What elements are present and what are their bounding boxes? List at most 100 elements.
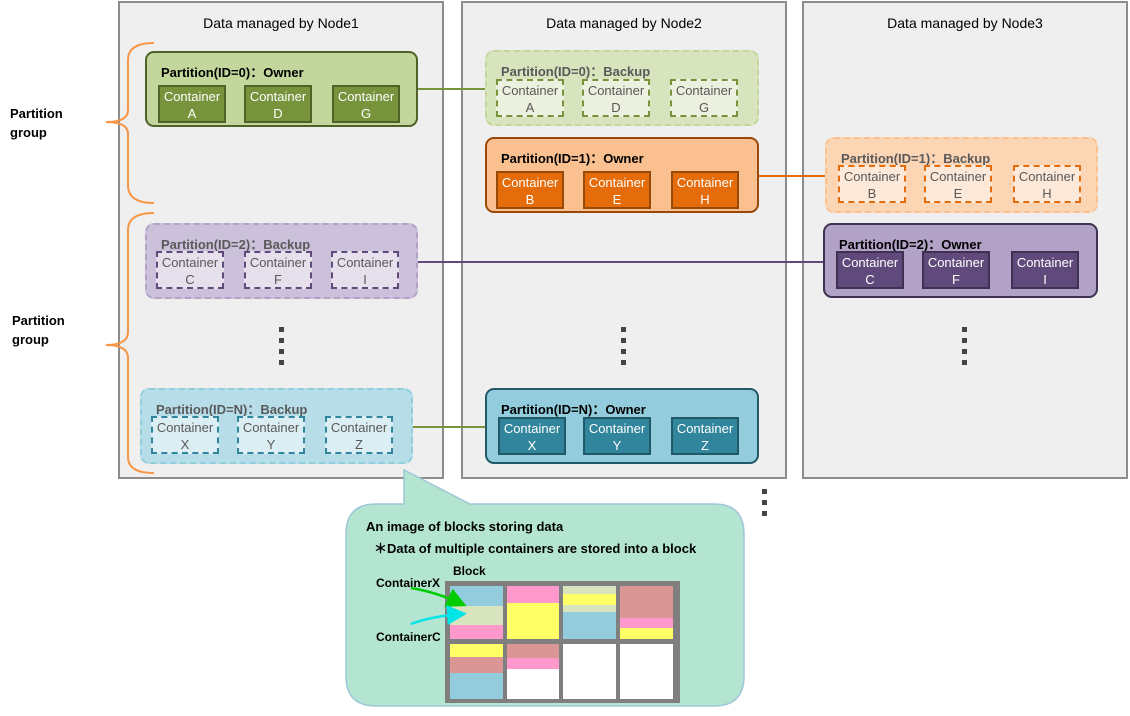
container-id: F bbox=[952, 272, 960, 287]
container-label: Container bbox=[501, 175, 559, 190]
group-label-line1: Partition bbox=[12, 313, 65, 328]
container-c-arrow bbox=[410, 605, 467, 626]
block-label: Block bbox=[453, 564, 486, 578]
container-label: Container bbox=[503, 421, 561, 436]
container-id: B bbox=[525, 192, 535, 207]
container-label: Container bbox=[249, 89, 307, 104]
block-cell bbox=[507, 644, 559, 699]
container-label: Container bbox=[1018, 169, 1076, 184]
container-id: X bbox=[527, 438, 537, 453]
container-id: E bbox=[612, 192, 622, 207]
container-id: I bbox=[1043, 272, 1047, 287]
container-label: Container bbox=[249, 255, 307, 270]
container-label: Container bbox=[587, 83, 645, 98]
container-id: Z bbox=[355, 437, 363, 452]
block-cell bbox=[563, 586, 616, 639]
container-label: Container bbox=[843, 169, 901, 184]
node1-title: Data managed by Node1 bbox=[203, 15, 359, 31]
container-x-label: ContainerX bbox=[376, 576, 441, 590]
partition-title: Partition(ID=2)：Backup bbox=[161, 237, 311, 252]
container-label: Container bbox=[676, 421, 734, 436]
container-label: Container bbox=[156, 420, 214, 435]
partition-title: Partition(ID=1)：Backup bbox=[841, 151, 991, 166]
partition-group-label-1: Partition group bbox=[10, 104, 63, 142]
group-label-line2: group bbox=[10, 125, 47, 140]
container-id: E bbox=[953, 186, 963, 201]
partition-group-bracket-1 bbox=[105, 42, 155, 204]
container-label: Container bbox=[588, 421, 646, 436]
info-title: An image of blocks storing data bbox=[366, 519, 564, 534]
container-label: Container bbox=[501, 83, 559, 98]
container-id: D bbox=[611, 100, 621, 115]
partition-group-label-2: Partition group bbox=[12, 311, 65, 349]
container-id: Z bbox=[701, 438, 709, 453]
node3-title: Data managed by Node3 bbox=[887, 15, 1043, 31]
container-label: Container bbox=[929, 169, 987, 184]
ellipsis-dots-node2 bbox=[621, 327, 627, 371]
container-label: Container bbox=[927, 255, 985, 270]
partition-group-bracket-2 bbox=[105, 212, 155, 474]
container-label: Container bbox=[163, 89, 221, 104]
container-label: Container bbox=[242, 420, 300, 435]
ellipsis-dots-more-nodes bbox=[762, 489, 768, 522]
container-id: H bbox=[1042, 186, 1052, 201]
container-id: D bbox=[273, 106, 283, 121]
container-label: Container bbox=[841, 255, 899, 270]
container-label: Container bbox=[676, 175, 734, 190]
group-label-line2: group bbox=[12, 332, 49, 347]
partition-title: Partition(ID=N)：Backup bbox=[156, 402, 308, 417]
partition-title: Partition(ID=0)：Backup bbox=[501, 64, 651, 79]
node2-title: Data managed by Node2 bbox=[546, 15, 702, 31]
container-id: C bbox=[865, 272, 875, 287]
container-id: H bbox=[700, 192, 710, 207]
container-id: G bbox=[698, 100, 710, 115]
container-id: C bbox=[185, 272, 195, 287]
container-id: A bbox=[187, 106, 197, 121]
block-cell bbox=[563, 644, 616, 699]
ellipsis-dots-node1 bbox=[279, 327, 285, 371]
container-label: Container bbox=[330, 420, 388, 435]
container-id: F bbox=[274, 272, 282, 287]
partition-title: Partition(ID=2)：Owner bbox=[839, 237, 982, 252]
info-note: ＊Data of multiple containers are stored … bbox=[374, 541, 697, 556]
container-x-arrow bbox=[410, 586, 467, 607]
partition-title: Partition(ID=1)：Owner bbox=[501, 151, 644, 166]
container-id: Y bbox=[266, 437, 276, 452]
container-id: A bbox=[525, 100, 535, 115]
container-id: G bbox=[360, 106, 372, 121]
container-label: Container bbox=[588, 175, 646, 190]
